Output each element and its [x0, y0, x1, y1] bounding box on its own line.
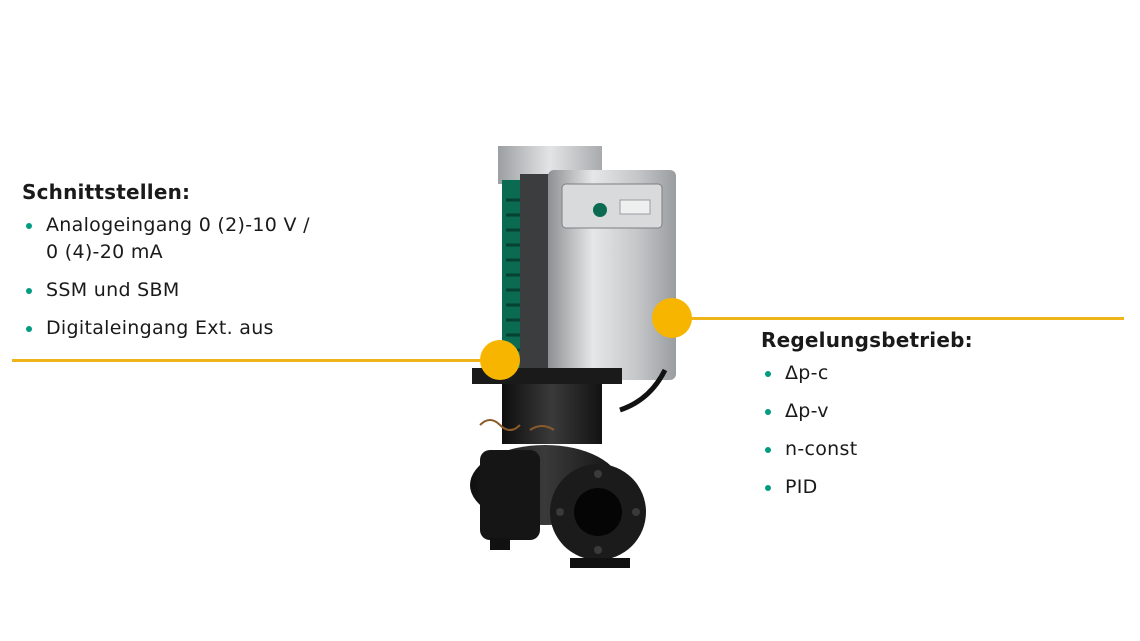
list-item: PID	[761, 474, 1091, 501]
bullet-dot-icon	[765, 371, 771, 377]
list-item-text: PID	[785, 476, 818, 498]
control-mode-list: Δp-c Δp-v n-const PID	[761, 360, 1091, 501]
list-item: Δp-v	[761, 398, 1091, 425]
interfaces-list: Analogeingang 0 (2)-10 V / 0 (4)-20 mA S…	[22, 212, 382, 342]
left-marker-dot	[480, 340, 520, 380]
list-item: Digitaleingang Ext. aus	[22, 315, 382, 342]
list-item-text: 0 (4)-20 mA	[46, 241, 163, 263]
bullet-dot-icon	[765, 485, 771, 491]
interfaces-callout: Schnittstellen: Analogeingang 0 (2)-10 V…	[22, 180, 382, 353]
control-mode-callout: Regelungsbetrieb: Δp-c Δp-v n-const PID	[761, 328, 1091, 512]
bullet-dot-icon	[26, 223, 32, 229]
right-marker-dot	[652, 298, 692, 338]
left-connector-line	[12, 359, 500, 362]
bullet-dot-icon	[765, 409, 771, 415]
list-item: SSM und SBM	[22, 277, 382, 304]
list-item: n-const	[761, 436, 1091, 463]
pump-image	[470, 146, 676, 568]
list-item-text: Digitaleingang Ext. aus	[46, 317, 274, 339]
control-mode-heading: Regelungsbetrieb:	[761, 328, 973, 352]
list-item: Δp-c	[761, 360, 1091, 387]
right-connector-line	[672, 317, 1124, 320]
list-item-text: n-const	[785, 438, 858, 460]
list-item-text: Δp-v	[785, 400, 829, 422]
bullet-dot-icon	[26, 326, 32, 332]
interfaces-heading: Schnittstellen:	[22, 180, 191, 204]
list-item-text: Analogeingang 0 (2)-10 V /	[46, 214, 310, 236]
bullet-dot-icon	[765, 447, 771, 453]
list-item-text: SSM und SBM	[46, 279, 180, 301]
list-item: Analogeingang 0 (2)-10 V / 0 (4)-20 mA	[22, 212, 382, 266]
list-item-text: Δp-c	[785, 362, 829, 384]
bullet-dot-icon	[26, 288, 32, 294]
